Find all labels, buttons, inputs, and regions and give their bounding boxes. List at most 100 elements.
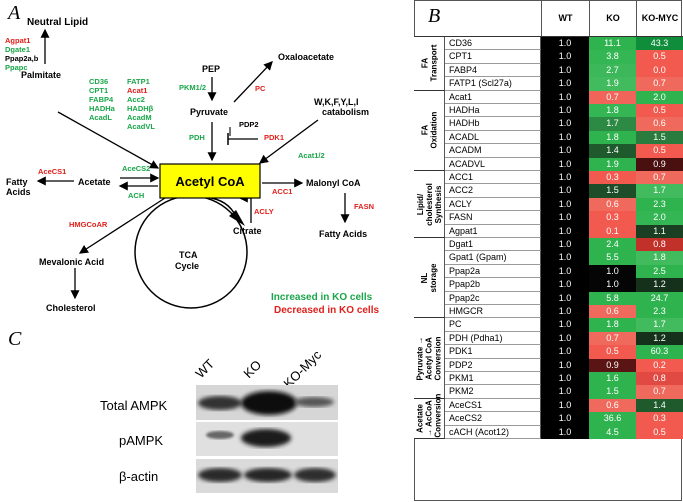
gene-name-cell: PKM2 <box>445 385 541 399</box>
value-cell-ko-myc: 1.1 <box>636 224 683 238</box>
label-tca-2: Cycle <box>175 261 200 271</box>
column-header-wt: WT <box>541 0 589 36</box>
value-cell-ko: 1.0 <box>589 278 636 292</box>
gene-agpat1: Agpat1 <box>5 36 31 45</box>
blot-label-beta-actin: β-actin <box>119 469 159 484</box>
value-cell-wt: 1.0 <box>541 425 589 439</box>
value-cell-ko-myc: 1.7 <box>636 318 683 332</box>
value-cell-wt: 1.0 <box>541 130 589 145</box>
value-cell-wt: 1.0 <box>541 358 589 372</box>
value-cell-wt: 1.0 <box>541 278 589 292</box>
band-pampk-wt <box>206 431 234 439</box>
label-pep: PEP <box>202 64 221 74</box>
value-cell-ko: 11.1 <box>589 37 636 51</box>
label-acetate: Acetate <box>78 177 111 187</box>
value-cell-ko-myc: 0.5 <box>636 50 683 64</box>
label-oxaloacetate: Oxaloacetate <box>278 52 335 62</box>
value-cell-wt: 1.0 <box>541 251 589 265</box>
label-fatty-acids-right: Fatty Acids <box>319 229 368 239</box>
band-total-ampk-komyc <box>294 397 334 407</box>
value-cell-ko: 1.0 <box>589 264 636 279</box>
value-cell-wt: 1.0 <box>541 211 589 225</box>
value-cell-ko-myc: 1.4 <box>636 398 683 413</box>
gene-acecs1: AceCS1 <box>38 167 67 176</box>
value-cell-ko: 1.8 <box>589 104 636 118</box>
pathway-diagram <box>36 28 350 309</box>
value-cell-wt: 1.0 <box>541 412 589 426</box>
value-cell-ko: 0.3 <box>589 211 636 225</box>
lane-label-ko: KO <box>240 357 265 381</box>
value-cell-ko: 5.8 <box>589 291 636 305</box>
value-cell-ko: 0.9 <box>589 358 636 372</box>
value-cell-wt: 1.0 <box>541 385 589 399</box>
category-label: FA Oxidation <box>420 111 439 149</box>
value-cell-ko-myc: 1.2 <box>636 331 683 346</box>
value-cell-ko-myc: 1.7 <box>636 184 683 198</box>
value-cell-wt: 1.0 <box>541 184 589 198</box>
gene-pdk1: PDK1 <box>264 133 285 142</box>
label-tca-1: TCA <box>179 250 198 260</box>
gene-name-cell: HMGCR <box>445 305 541 319</box>
gene-acat1: Acat1 <box>127 86 148 95</box>
arrow-acetylcoa-mevalonic <box>78 197 166 254</box>
panel-letter-b: B <box>428 5 441 27</box>
category-label: NL storage <box>420 263 438 293</box>
gene-hadha: HADHa <box>89 104 115 113</box>
value-cell-ko-myc: 2.3 <box>636 197 683 212</box>
band-total-ampk-wt <box>198 396 242 410</box>
value-cell-wt: 1.0 <box>541 398 589 413</box>
gene-name-cell: ACLY <box>445 197 541 212</box>
gene-pdh: PDH <box>189 133 205 142</box>
value-cell-wt: 1.0 <box>541 171 589 185</box>
gene-pkm12: PKM1/2 <box>179 83 207 92</box>
gene-acat12: Acat1/2 <box>298 151 325 160</box>
band-actin-komyc <box>294 468 336 482</box>
value-cell-ko-myc: 0.0 <box>636 63 683 78</box>
header-divider <box>414 36 683 37</box>
category-cell: Pyruvate → Acetyl CoA Conversion <box>414 318 445 399</box>
value-cell-ko-myc: 0.2 <box>636 358 683 372</box>
value-cell-wt: 1.0 <box>541 104 589 118</box>
blot-label-total-ampk: Total AMPK <box>100 398 168 413</box>
gene-name-cell: CPT1 <box>445 50 541 64</box>
category-cell: FA Transport <box>414 37 445 91</box>
band-actin-wt <box>198 468 242 482</box>
band-pampk-ko <box>241 429 291 447</box>
value-cell-wt: 1.0 <box>541 318 589 332</box>
label-cholesterol: Cholesterol <box>46 303 96 313</box>
gene-fasn: FASN <box>354 202 375 211</box>
value-cell-ko-myc: 1.8 <box>636 251 683 265</box>
value-cell-ko: 1.5 <box>589 385 636 399</box>
gene-pc: PC <box>255 84 266 93</box>
value-cell-ko-myc: 43.3 <box>636 37 683 51</box>
value-cell-ko-myc: 0.5 <box>636 104 683 118</box>
category-cell: Lipid/ cholesterol Synthesis <box>414 171 445 238</box>
western-blot-image <box>196 385 338 493</box>
column-header-ko-myc: KO-MYC <box>636 0 683 36</box>
gene-cd36: CD36 <box>89 77 109 86</box>
gene-name-cell: FATP1 (Scl27a) <box>445 77 541 91</box>
gene-name-cell: Ppap2b <box>445 278 541 292</box>
gene-name-cell: Agpat1 <box>445 224 541 238</box>
value-cell-ko-myc: 0.6 <box>636 117 683 131</box>
gene-hmgcoar: HMGCoAR <box>69 220 108 229</box>
value-cell-wt: 1.0 <box>541 50 589 64</box>
gene-name-cell: Gpat1 (Gpam) <box>445 251 541 265</box>
gene-name-cell: Ppap2a <box>445 264 541 279</box>
value-cell-wt: 1.0 <box>541 197 589 212</box>
value-cell-ko: 0.6 <box>589 305 636 319</box>
value-cell-wt: 1.0 <box>541 238 589 252</box>
band-total-ampk-ko <box>241 391 297 415</box>
gene-acadl: AcadL <box>89 113 112 122</box>
value-cell-ko: 2.4 <box>589 238 636 252</box>
gene-dgate1: Dgate1 <box>5 45 31 54</box>
gene-name-cell: ACADM <box>445 144 541 158</box>
gene-name-cell: PKM1 <box>445 372 541 386</box>
value-cell-wt: 1.0 <box>541 264 589 279</box>
value-cell-ko-myc: 0.8 <box>636 372 683 386</box>
acetyl-coa-box <box>159 163 261 199</box>
gene-acadm: AcadM <box>127 113 152 122</box>
value-cell-ko-myc: 0.5 <box>636 144 683 158</box>
value-cell-wt: 1.0 <box>541 224 589 238</box>
gene-name-cell: ACC1 <box>445 171 541 185</box>
